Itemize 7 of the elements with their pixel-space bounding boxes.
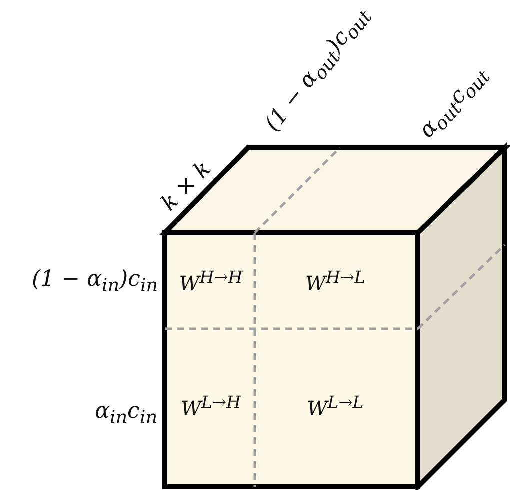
weight-matrix-label: W$^{L→H}$ (180, 393, 242, 421)
weight-matrix-label: W$^{L→L}$ (307, 393, 364, 421)
weight-matrix-label: W$^{H→H}$ (179, 268, 243, 296)
dimension-label: k × k (156, 156, 216, 216)
dimension-label: α$_{in}$c$_{in}$ (95, 398, 158, 428)
weight-matrix-label: W$^{H→L}$ (305, 268, 366, 296)
dimension-label: (1 − α$_{in}$)c$_{in}$ (32, 266, 158, 296)
